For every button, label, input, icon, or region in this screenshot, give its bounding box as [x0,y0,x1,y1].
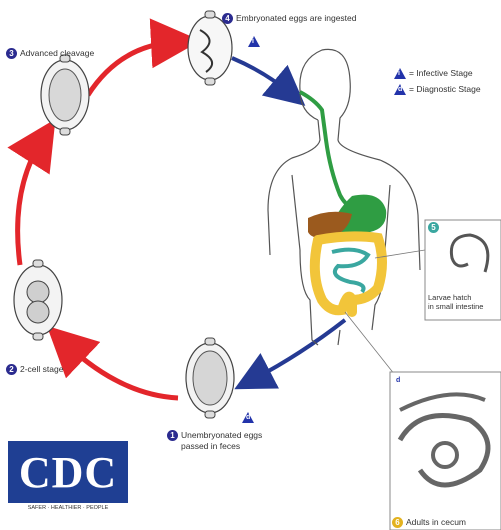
stage-1-marker: d [242,412,257,423]
stage-4-marker: i [248,36,263,47]
stage-1-number: 1 [167,430,178,441]
arrow-ingested [232,58,290,93]
cdc-logo-subtext: SAFER · HEALTHIER · PEOPLE [8,505,128,511]
infective-stage-icon: i [248,36,260,47]
stage-2-number: 2 [6,364,17,375]
stage-6-text: Adults in cecum [406,517,466,527]
stage-5-text-line1: Larvae hatch [428,293,471,302]
legend-diagnostic: d= Diagnostic Stage [394,84,481,95]
pointer-adults [345,312,395,375]
stage-1-text-line1: Unembryonated eggs [181,430,262,440]
diagnostic-stage-icon: d [242,412,254,423]
stage-2-text: 2-cell stage [20,364,63,374]
cdc-logo-text: CDC [8,447,128,498]
intestines [315,236,382,312]
stage-6-number: 6 [392,517,403,528]
diagnostic-stage-icon-adults: d [392,375,404,386]
egg-3 [41,55,89,135]
arrow-passed-in-feces [252,320,345,380]
cdc-logo: CDC SAFER · HEALTHIER · PEOPLE [8,441,128,519]
arrow-egg1-to-egg2 [65,343,178,398]
stage-1-text-line2: passed in feces [167,441,240,451]
arrow-egg2-to-egg3 [18,140,42,265]
arrow-egg3-to-egg4 [88,42,176,95]
stage-4-number: 4 [222,13,233,24]
stage-3-text: Advanced cleavage [20,48,94,58]
stage-5-label: Larvae hatch in small intestine [428,293,483,311]
stage-6-marker: d [392,375,407,386]
legend-infective: i= Infective Stage [394,68,473,79]
legend-diagnostic-text: = Diagnostic Stage [409,84,481,94]
legend-infective-text: = Infective Stage [409,68,473,78]
stage-5-number: 5 [428,222,439,233]
legend-infective-icon: i [394,68,406,79]
adults-inset [390,372,501,530]
legend-diagnostic-icon: d [394,84,406,95]
cdc-logo-box: CDC [8,441,128,503]
egg-1 [186,338,234,418]
egg-2 [14,260,62,340]
stage-5-number-wrap: 5 [428,222,442,233]
stage-5-text-line2: in small intestine [428,302,483,311]
stage-3-number: 3 [6,48,17,59]
stage-4-text: Embryonated eggs are ingested [236,13,357,23]
